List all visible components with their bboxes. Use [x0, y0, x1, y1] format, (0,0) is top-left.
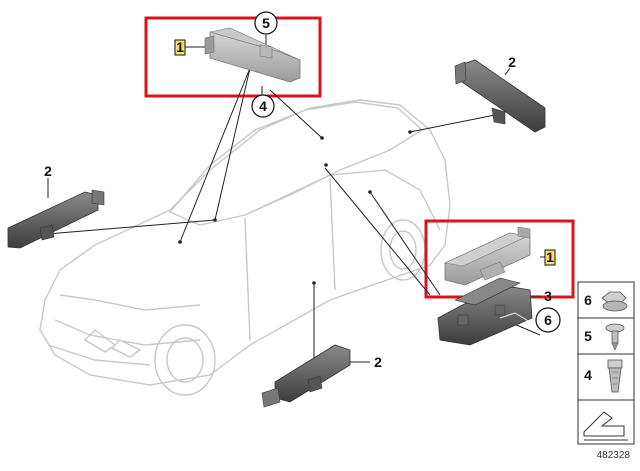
highlight-box-top	[144, 16, 322, 98]
legend-number-6: 6	[584, 292, 592, 308]
callout-6-circle: 6	[535, 307, 561, 333]
antenna-bar-top-right	[454, 59, 546, 133]
callout-2-top-right: 2	[508, 54, 516, 70]
screw-icon	[605, 323, 625, 351]
callout-5-circle: 5	[254, 11, 278, 35]
callout-2-bottom: 2	[374, 354, 382, 370]
svg-text:1: 1	[176, 39, 184, 55]
car-outline	[39, 99, 451, 396]
bracket-part-3	[437, 277, 533, 346]
legend-number-5: 5	[584, 328, 592, 344]
antenna-bar-left	[7, 189, 105, 249]
svg-text:4: 4	[259, 98, 267, 114]
callout-2-left: 2	[44, 163, 52, 179]
arrow-icon	[583, 411, 628, 441]
leader-dots	[178, 130, 412, 285]
callout-1-right: 1	[544, 249, 556, 266]
svg-text:5: 5	[262, 15, 270, 31]
svg-text:1: 1	[546, 249, 554, 265]
legend-number-4: 4	[584, 367, 592, 383]
nut-icon	[601, 291, 628, 312]
svg-text:6: 6	[544, 312, 552, 328]
antenna-bar-bottom	[261, 344, 351, 408]
callout-4-circle: 4	[251, 94, 275, 118]
clip-icon	[607, 359, 623, 393]
diagram-id: 482328	[597, 450, 631, 461]
callout-1-top: 1	[174, 39, 186, 56]
callout-3: 3	[544, 288, 552, 304]
antenna-module-right	[443, 226, 531, 286]
antenna-module-top	[204, 27, 301, 83]
fastener-legend: 6 5 4	[577, 281, 635, 445]
